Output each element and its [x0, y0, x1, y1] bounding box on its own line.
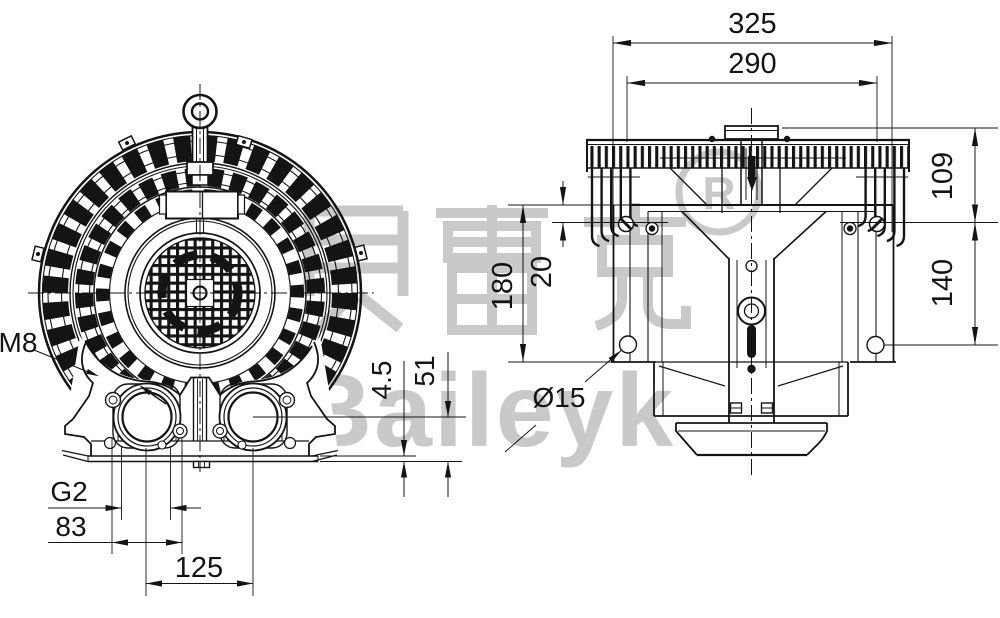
dim-m8-label: M8: [0, 327, 37, 358]
dim-phi15: Ø15: [504, 349, 622, 453]
base-plate: [61, 449, 339, 469]
dim-109-label: 109: [927, 152, 959, 200]
dim-109-140: 109 140: [782, 127, 998, 346]
flange-bolts: [103, 391, 297, 450]
dimension-annotations: 325 290 109 140: [0, 8, 998, 596]
dim-51-label: 51: [409, 355, 440, 386]
dim-140-label: 140: [927, 259, 959, 307]
port-housing: [61, 341, 339, 469]
side-view: [586, 108, 910, 478]
dim-20-label: 20: [526, 256, 558, 288]
registered-letter: R: [702, 167, 735, 219]
dim-45: 4.5: [320, 361, 462, 497]
nameplate: [158, 190, 246, 234]
dim-325-label: 325: [728, 8, 776, 40]
dim-83: 83: [48, 438, 183, 554]
dim-m8: M8: [0, 327, 99, 377]
dim-g2: G2: [48, 446, 201, 520]
dim-125: 125: [145, 448, 254, 596]
watermark-latin: Baileyk: [297, 353, 675, 469]
dim-180: 180: [487, 204, 656, 363]
watermark: Baileyk R: [297, 148, 763, 469]
dim-45-label: 4.5: [366, 361, 397, 400]
dim-g2-label: G2: [50, 476, 87, 507]
dim-125-label: 125: [175, 552, 223, 584]
dim-290-label: 290: [728, 48, 776, 80]
blower-body: [611, 108, 896, 478]
dim-phi15-label: Ø15: [533, 382, 586, 413]
mounting-hole-left: [618, 335, 638, 354]
dim-180-label: 180: [487, 262, 519, 310]
dim-51: 51: [253, 352, 466, 497]
dim-83-label: 83: [55, 511, 86, 542]
finned-cap: [586, 125, 910, 248]
dim-290: 290: [626, 48, 878, 142]
left-port: [112, 382, 182, 452]
front-view: [28, 84, 374, 472]
mounting-hole-right: [866, 335, 885, 355]
dim-20: 20: [526, 181, 668, 288]
dim-325: 325: [612, 8, 893, 232]
